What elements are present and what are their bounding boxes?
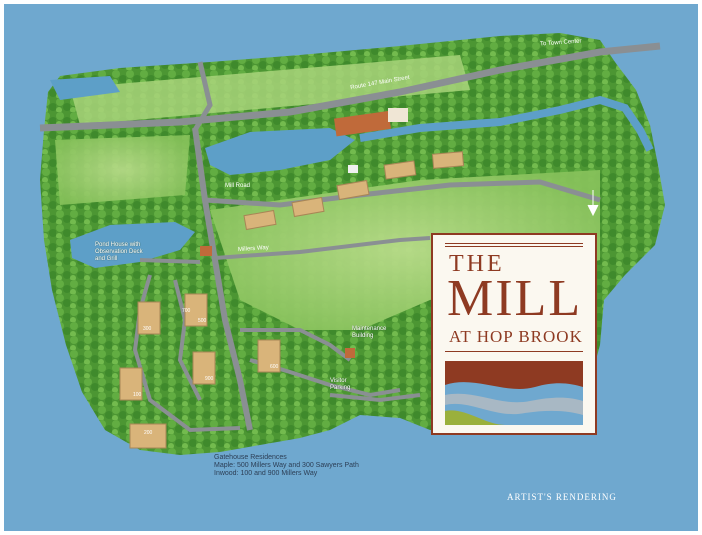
pond-upper — [205, 128, 355, 175]
logo-waves — [445, 361, 583, 425]
building-number: 900 — [205, 376, 214, 382]
building-number: 100 — [133, 392, 142, 398]
building-number: 300 — [143, 326, 152, 332]
north-road — [192, 61, 213, 132]
visitor-parking-label: Visitor Parking — [330, 378, 351, 391]
building-number: 700 — [182, 308, 191, 314]
mill-logo: THE MILL AT HOP BROOK — [431, 233, 597, 435]
legend-line-1: Gatehouse Residences — [214, 454, 287, 461]
logo-mill: MILL — [447, 270, 583, 327]
map-legend: Gatehouse Residences Maple: 500 Millers … — [214, 454, 359, 478]
pond-house-pond — [70, 222, 195, 268]
mill-building — [333, 110, 391, 137]
compass-icon — [587, 190, 599, 217]
brook — [359, 95, 654, 152]
residence-buildings — [119, 151, 465, 449]
building-number: 200 — [144, 430, 153, 436]
entry-road — [192, 127, 253, 431]
lawn-north — [70, 55, 470, 125]
pond-house-label: Pond House with Observation Deck and Gri… — [95, 242, 143, 262]
logo-rule-bottom — [445, 351, 583, 352]
building-number: 500 — [198, 318, 207, 324]
logo-rule-top2 — [445, 246, 583, 247]
pond-house — [200, 246, 212, 256]
gatehouse — [348, 165, 358, 173]
main-street-road — [39, 42, 661, 132]
mill-annex — [388, 108, 408, 122]
loop-road-label: Mill Road — [225, 183, 251, 189]
east-road — [329, 393, 421, 403]
building-number: 600 — [270, 364, 279, 370]
artist-rendering-label: ARTIST'S RENDERING — [507, 492, 617, 502]
legend-line-2: Maple: 500 Millers Way and 300 Sawyers P… — [214, 462, 359, 469]
logo-at-hop-brook: AT HOP BROOK — [449, 327, 583, 346]
logo-the: THE — [449, 251, 505, 277]
pond-northwest — [50, 76, 120, 100]
loop-road — [204, 179, 601, 208]
lawn-west — [55, 135, 190, 205]
lower-road — [214, 236, 431, 260]
legend-line-3: Inwood: 100 and 900 Millers Way — [214, 470, 318, 477]
maintenance-building — [345, 348, 355, 358]
logo-rule-top — [445, 243, 583, 244]
maintenance-label: Maintenance Building — [352, 326, 387, 339]
